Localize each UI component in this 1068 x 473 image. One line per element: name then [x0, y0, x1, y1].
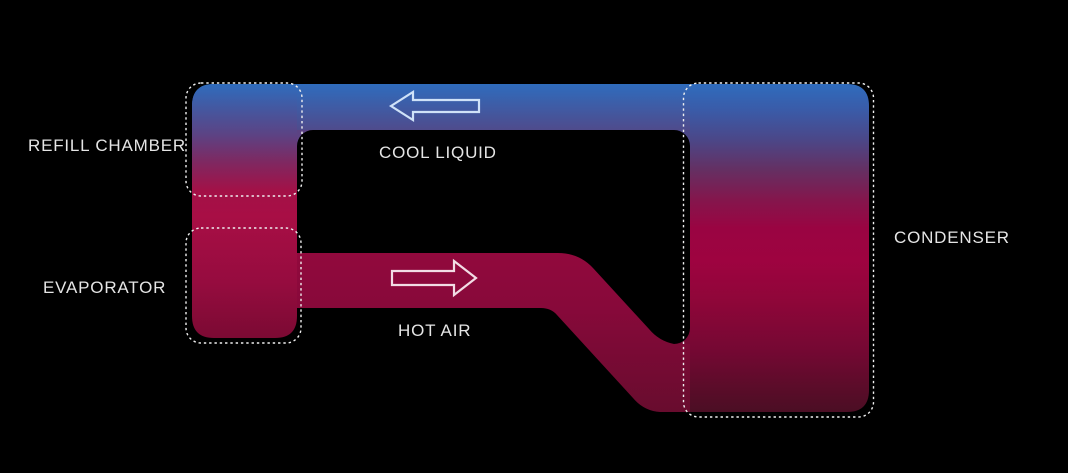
refill-evaporator-column-fill — [192, 84, 297, 338]
evaporator-outline — [185, 227, 302, 344]
condenser-label: CONDENSER — [894, 228, 1010, 247]
refill-chamber-outline — [185, 82, 303, 197]
condenser-fill — [690, 84, 869, 412]
refill-chamber-label: REFILL CHAMBER — [28, 136, 186, 155]
cool-liquid-label: COOL LIQUID — [379, 143, 497, 162]
hot-air-label: HOT AIR — [398, 321, 472, 340]
evaporator-label: EVAPORATOR — [43, 278, 167, 297]
fillet-hot-condenser — [674, 328, 690, 344]
arrow-left-icon — [388, 89, 481, 123]
cool-liquid-pipe — [192, 84, 712, 130]
condenser-outline — [682, 82, 875, 418]
fillet-column-pipe — [297, 130, 313, 146]
arrow-right-icon — [390, 258, 478, 298]
fillet-pipe-condenser — [674, 130, 690, 146]
hot-air-pipe — [255, 253, 712, 412]
